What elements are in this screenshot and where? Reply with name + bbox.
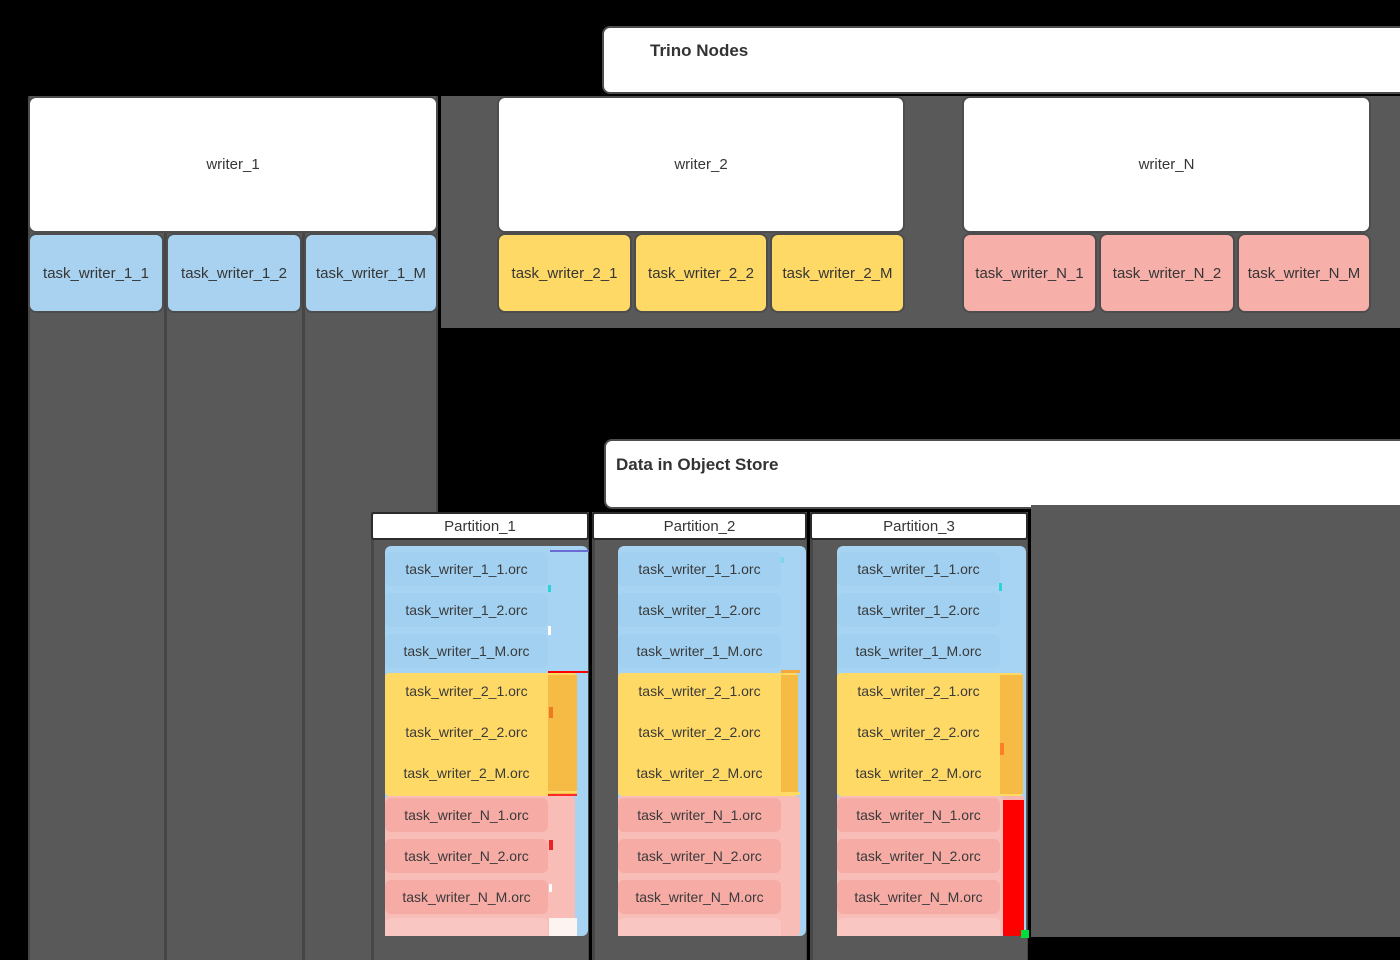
- section-yellow-strip: [781, 675, 798, 794]
- writer-label: writer_2: [674, 156, 728, 173]
- section-yellow-strip: [1000, 675, 1023, 794]
- writer-label: writer_1: [206, 156, 260, 173]
- fragment: [549, 918, 577, 936]
- fragment: [781, 792, 800, 795]
- fragment: [548, 626, 551, 635]
- partition-header: Partition_1: [371, 512, 589, 540]
- section-yellow-strip: [548, 675, 577, 794]
- file-row: task_writer_2_M.orc: [837, 756, 1000, 790]
- lane-seam-1: [164, 96, 167, 960]
- partition-header: Partition_2: [592, 512, 807, 540]
- file-row: task_writer_N_M.orc: [618, 880, 781, 914]
- fragment: [1000, 743, 1004, 755]
- task-box: task_writer_N_2: [1099, 233, 1235, 313]
- fragment: [548, 791, 577, 793]
- object-store-panel: Data in Object Store: [604, 439, 1400, 509]
- fragment: [548, 585, 551, 592]
- file-row: task_writer_1_2.orc: [618, 593, 781, 627]
- fragment: [999, 583, 1002, 591]
- object-store-backdrop: [1031, 505, 1400, 937]
- fragment: [781, 557, 784, 563]
- trino-nodes-title: Trino Nodes: [650, 41, 749, 60]
- file-row-partial: [837, 918, 1000, 936]
- fragment: [781, 670, 800, 673]
- writer-box-writer_N: [962, 96, 1371, 233]
- file-row: task_writer_N_M.orc: [385, 880, 548, 914]
- file-row: task_writer_N_2.orc: [385, 839, 548, 873]
- lane-edge-left: [28, 96, 30, 960]
- fragment: [548, 794, 577, 796]
- task-box: task_writer_2_M: [770, 233, 905, 313]
- file-row: task_writer_1_M.orc: [618, 634, 781, 668]
- task-box: task_writer_2_2: [634, 233, 768, 313]
- object-store-title: Data in Object Store: [616, 455, 779, 474]
- file-row: task_writer_N_M.orc: [837, 880, 1000, 914]
- file-row: task_writer_2_1.orc: [618, 674, 781, 708]
- fragment: [549, 707, 553, 718]
- file-row: task_writer_N_2.orc: [837, 839, 1000, 873]
- task-box: task_writer_N_M: [1237, 233, 1371, 313]
- file-row: task_writer_1_2.orc: [385, 593, 548, 627]
- fragment: [550, 550, 589, 552]
- file-row: task_writer_1_M.orc: [837, 634, 1000, 668]
- file-row: task_writer_1_1.orc: [618, 552, 781, 586]
- file-row: task_writer_2_1.orc: [385, 674, 548, 708]
- file-row: task_writer_2_2.orc: [837, 715, 1000, 749]
- red-bar: [1003, 800, 1024, 936]
- file-row-partial: [618, 918, 781, 936]
- file-row: task_writer_2_1.orc: [837, 674, 1000, 708]
- file-row: task_writer_N_1.orc: [618, 798, 781, 832]
- file-row: task_writer_2_2.orc: [385, 715, 548, 749]
- file-row: task_writer_1_M.orc: [385, 634, 548, 668]
- file-row-partial: [385, 918, 548, 936]
- partition-header: Partition_3: [810, 512, 1028, 540]
- task-box: task_writer_1_2: [166, 233, 302, 313]
- file-row: task_writer_2_M.orc: [385, 756, 548, 790]
- file-row: task_writer_1_2.orc: [837, 593, 1000, 627]
- file-row: task_writer_N_1.orc: [385, 798, 548, 832]
- task-box: task_writer_1_M: [304, 233, 438, 313]
- green-fragment: [1021, 930, 1029, 938]
- writer-label: writer_N: [1138, 156, 1195, 173]
- writer-box-writer_1: [28, 96, 438, 233]
- task-box: task_writer_2_1: [497, 233, 632, 313]
- file-row: task_writer_2_2.orc: [618, 715, 781, 749]
- file-row: task_writer_N_1.orc: [837, 798, 1000, 832]
- trino-nodes-panel: Trino Nodes: [602, 26, 1400, 94]
- task-box: task_writer_1_1: [28, 233, 164, 313]
- red-bar: [1003, 796, 1024, 800]
- fragment: [549, 840, 553, 850]
- writer-box-writer_2: [497, 96, 905, 233]
- file-row: task_writer_1_1.orc: [385, 552, 548, 586]
- task-box: task_writer_N_1: [962, 233, 1097, 313]
- fragment: [549, 884, 552, 892]
- fragment: [548, 671, 588, 673]
- file-row: task_writer_N_2.orc: [618, 839, 781, 873]
- file-row: task_writer_2_M.orc: [618, 756, 781, 790]
- lane-seam-2: [302, 96, 305, 960]
- file-row: task_writer_1_1.orc: [837, 552, 1000, 586]
